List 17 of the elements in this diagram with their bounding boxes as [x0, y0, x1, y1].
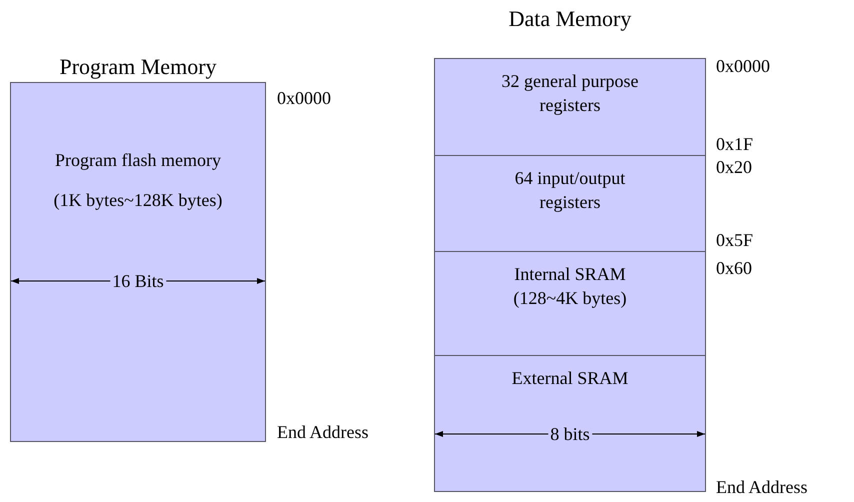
- address-label: 0x20: [716, 157, 752, 177]
- section-label: (128~4K bytes): [512, 287, 628, 310]
- section-label: 32 general purpose registers: [500, 70, 640, 117]
- address-label: End Address: [277, 422, 368, 442]
- address-label: 0x1F: [716, 134, 754, 154]
- section-label: Internal SRAM: [513, 263, 627, 286]
- address-label: End Address: [716, 477, 808, 497]
- section-label: External SRAM: [510, 367, 630, 390]
- memory-heading: Data Memory: [508, 6, 632, 32]
- address-label: 0x60: [716, 258, 752, 278]
- memory-label: (1K bytes~128K bytes): [52, 189, 224, 211]
- section-label: 64 input/output registers: [514, 167, 626, 214]
- memory-label: Program flash memory: [54, 149, 222, 171]
- address-label: 0x0000: [277, 88, 331, 108]
- address-label: 0x0000: [716, 56, 770, 76]
- address-label: 0x5F: [716, 230, 754, 250]
- memory-heading: Program Memory: [58, 54, 218, 80]
